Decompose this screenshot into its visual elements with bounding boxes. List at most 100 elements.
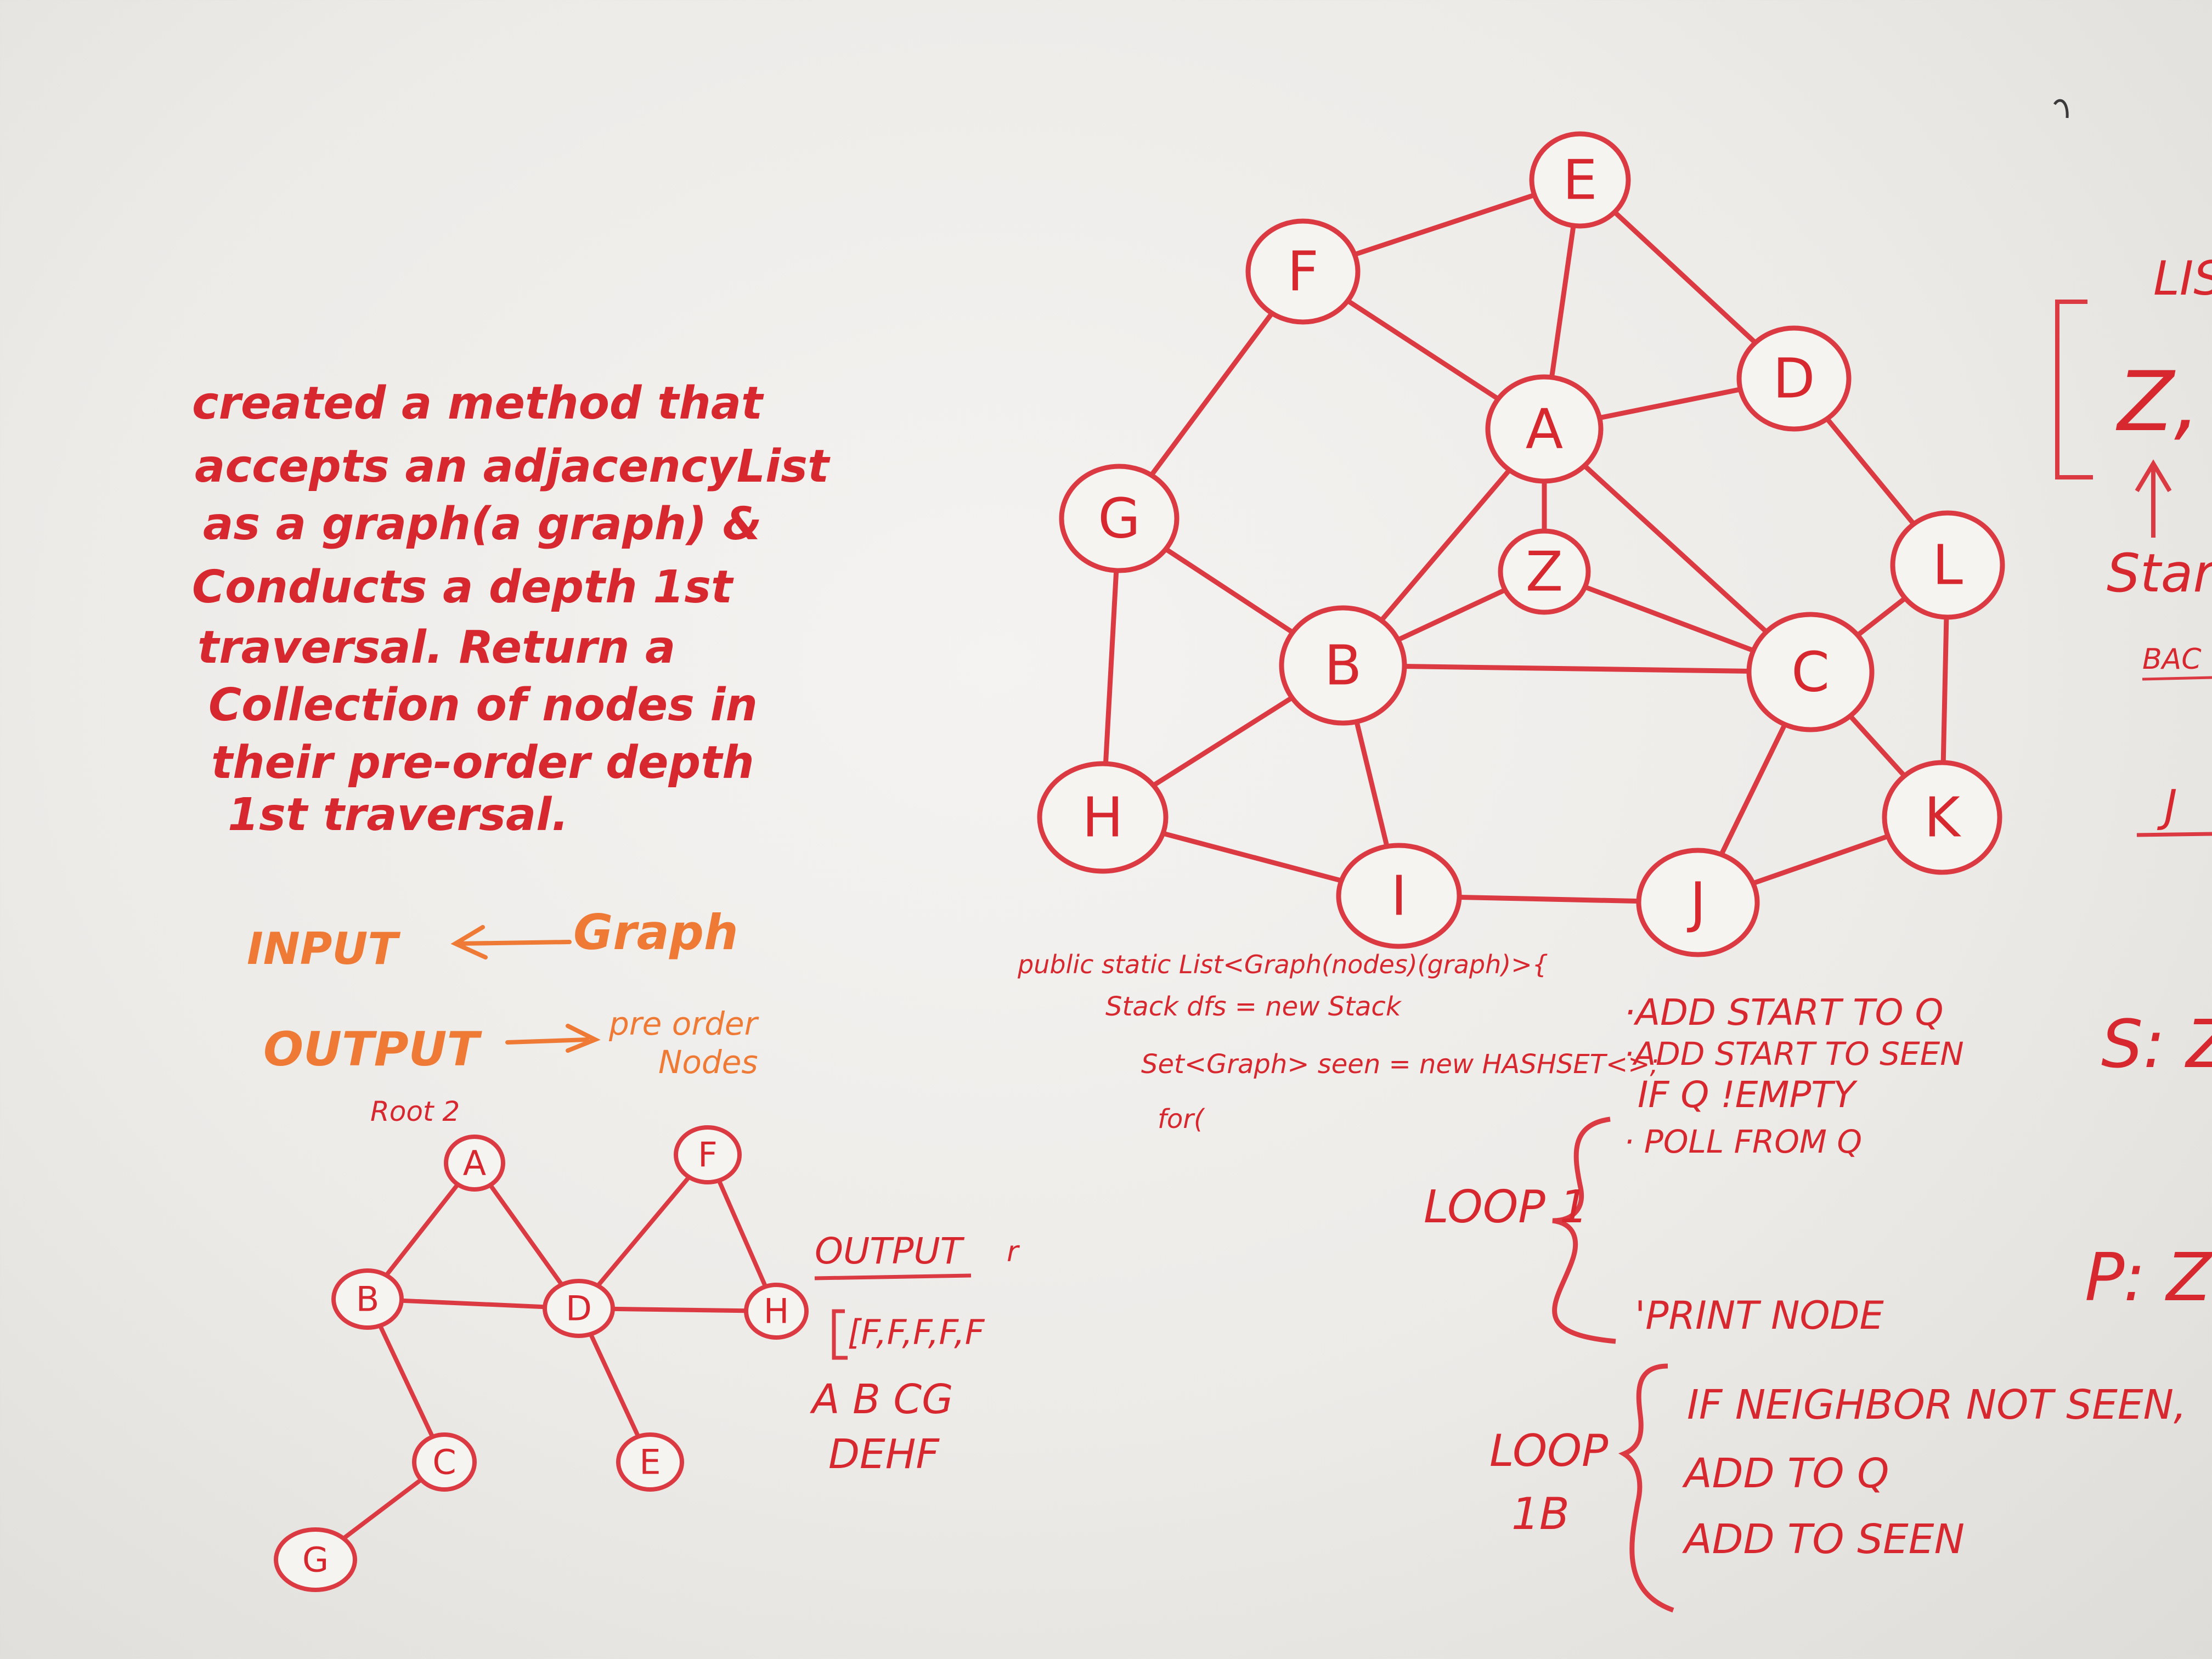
code-line-3: Set<Graph> seen = new HASHSET<>; bbox=[1141, 1049, 1659, 1080]
small-graph-node-d: D bbox=[543, 1279, 615, 1338]
output-note-label: OUTPUT bbox=[815, 1230, 962, 1272]
small-graph-node-b: B bbox=[331, 1268, 404, 1330]
output-arrow bbox=[505, 1024, 601, 1053]
output-note-line-1: [F,F,F,F,F bbox=[848, 1312, 985, 1352]
small-graph-node-c: C bbox=[412, 1432, 477, 1492]
big-graph-node-label: G bbox=[1098, 487, 1141, 551]
output-note-line-3: DEHF bbox=[828, 1431, 939, 1478]
s-label: S: Z bbox=[2101, 1007, 2212, 1083]
description-line-8: 1st traversal. bbox=[228, 789, 569, 841]
small-graph-node-circle bbox=[674, 1125, 742, 1184]
big-graph-node-circle bbox=[1498, 528, 1591, 615]
loop1-label: LOOP 1 bbox=[1424, 1181, 1588, 1233]
description-line-7: their pre-order depth bbox=[211, 737, 754, 789]
loop1-brace bbox=[1552, 1116, 1616, 1344]
big-graph-node-h: H bbox=[1037, 761, 1169, 874]
small-graph-node-circle bbox=[331, 1268, 404, 1330]
output-underline bbox=[814, 1273, 972, 1280]
step-3: IF Q !EMPTY bbox=[1638, 1074, 1855, 1116]
small-graph-node-circle bbox=[744, 1283, 809, 1340]
description-line-2: accepts an adjacencyList bbox=[195, 441, 830, 493]
marker-mark bbox=[2053, 99, 2069, 119]
start-arrow bbox=[2135, 459, 2172, 538]
big-graph-node-circle bbox=[1890, 510, 2005, 620]
big-graph-node-i: I bbox=[1336, 843, 1462, 949]
small-graph-node-a: A bbox=[444, 1135, 505, 1192]
big-graph-node-e: E bbox=[1529, 131, 1631, 229]
small-graph-node-circle bbox=[543, 1279, 615, 1338]
code-line-1: public static List<Graph(nodes)(graph)>{ bbox=[1018, 950, 1549, 979]
input-value: Graph bbox=[573, 904, 738, 961]
description-line-3: as a graph(a graph) & bbox=[203, 498, 762, 550]
big-graph-edge-b-c bbox=[1340, 663, 1813, 675]
big-graph-node-circle bbox=[1037, 761, 1169, 874]
neighbor-step-2: ADD TO Q bbox=[1684, 1450, 1889, 1497]
description-line-6: Collection of nodes in bbox=[208, 679, 758, 731]
big-graph-node-label: Z bbox=[1526, 540, 1564, 604]
output-value-line-1: pre order bbox=[609, 1005, 758, 1042]
big-graph-node-circle bbox=[1636, 848, 1760, 957]
output-note-line-2: A B CG bbox=[812, 1376, 953, 1423]
small-graph-node-g: G bbox=[274, 1527, 357, 1592]
small-graph-node-label: D bbox=[566, 1289, 592, 1329]
small-graph-node-label: E bbox=[639, 1442, 661, 1482]
big-graph-node-label: K bbox=[1924, 786, 1961, 850]
big-graph-node-label: B bbox=[1324, 634, 1362, 698]
big-graph-node-a: A bbox=[1485, 374, 1604, 484]
output-bracket bbox=[832, 1309, 848, 1360]
small-graph-node-circle bbox=[616, 1432, 684, 1492]
big-graph-node-z: Z bbox=[1498, 528, 1591, 615]
small-graph-edges bbox=[313, 1153, 778, 1562]
description-line-5: traversal. Return a bbox=[198, 622, 676, 674]
big-graph-node-circle bbox=[1279, 605, 1407, 726]
list-label: LIS bbox=[2153, 251, 2212, 306]
j-label: J bbox=[2164, 781, 2177, 832]
big-graph-node-label: E bbox=[1562, 148, 1597, 212]
big-graph-node-c: C bbox=[1746, 612, 1875, 732]
big-graph-node-label: J bbox=[1686, 871, 1706, 935]
big-graph-node-circle bbox=[1736, 325, 1852, 432]
small-graph-node-circle bbox=[412, 1432, 477, 1492]
list-bracket bbox=[2055, 300, 2093, 479]
p-label: P: Z bbox=[2085, 1240, 2212, 1316]
description-line-1: created a method that bbox=[192, 377, 763, 430]
back-label: BAC bbox=[2142, 643, 2202, 676]
small-graph-node-label: G bbox=[302, 1540, 329, 1580]
code-line-2: Stack dfs = new Stack bbox=[1105, 991, 1401, 1022]
big-graph-node-circle bbox=[1882, 760, 2002, 875]
loop1b-label-line-1: LOOP bbox=[1489, 1425, 1609, 1476]
io-arrows bbox=[450, 925, 601, 1053]
big-graph-node-circle bbox=[1245, 218, 1361, 325]
big-graph-node-circle bbox=[1485, 374, 1604, 484]
big-graph-node-g: G bbox=[1059, 464, 1180, 573]
description-line-4: Conducts a depth 1st bbox=[192, 561, 733, 613]
big-graph-node-circle bbox=[1746, 612, 1875, 732]
big-graph-node-label: H bbox=[1082, 786, 1123, 850]
step-1: ·ADD START TO Q bbox=[1624, 991, 1944, 1034]
big-graph-node-l: L bbox=[1890, 510, 2005, 620]
output-label: OUTPUT bbox=[263, 1022, 479, 1077]
big-graph-node-label: L bbox=[1932, 533, 1963, 597]
big-graph-node-circle bbox=[1529, 131, 1631, 229]
big-graph-node-j: J bbox=[1636, 848, 1760, 957]
big-graph-node-circle bbox=[1336, 843, 1462, 949]
small-graph-node-label: H bbox=[764, 1291, 789, 1331]
small-graph-node-label: B bbox=[356, 1279, 380, 1319]
loop1b-brace bbox=[1618, 1363, 1674, 1613]
input-label: INPUT bbox=[247, 923, 398, 974]
neighbor-step-3: ADD TO SEEN bbox=[1684, 1516, 1965, 1563]
small-graph-node-e: E bbox=[616, 1432, 684, 1492]
print-node-step: 'PRINT NODE bbox=[1635, 1293, 1884, 1338]
step-2: ·ADD START TO SEEN bbox=[1624, 1035, 1964, 1073]
small-graph-node-label: F bbox=[698, 1135, 718, 1175]
j-underline bbox=[2136, 832, 2212, 837]
big-graph-node-k: K bbox=[1882, 760, 2002, 875]
big-graph-node-circle bbox=[1059, 464, 1180, 573]
output-value-line-2: Nodes bbox=[658, 1043, 758, 1081]
big-graph-node-label: C bbox=[1791, 640, 1830, 704]
loop1b-label-line-2: 1B bbox=[1511, 1488, 1570, 1539]
big-graph-node-d: D bbox=[1736, 325, 1852, 432]
small-graph-nodes: A F B D H C E G bbox=[274, 1125, 809, 1592]
root-note: Root 2 bbox=[370, 1096, 460, 1127]
